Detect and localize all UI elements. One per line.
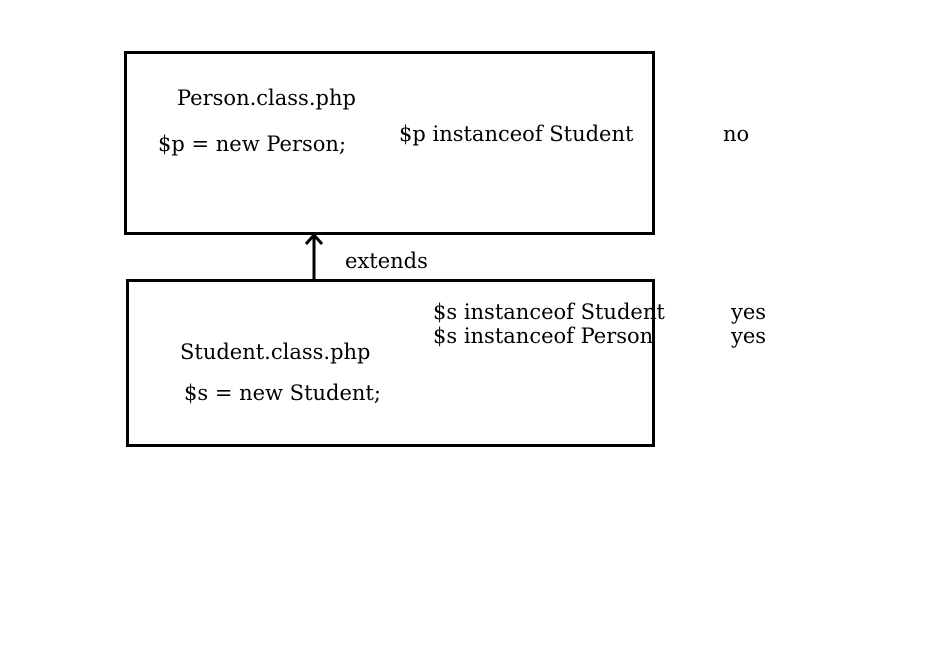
student-instantiation-code: $s = new Student; (184, 381, 381, 405)
student-instanceof-person-result: yes (731, 324, 767, 348)
person-instanceof-result: no (723, 122, 750, 146)
person-instantiation-code: $p = new Person; (158, 132, 347, 156)
student-instanceof-person-expression: $s instanceof Person (433, 324, 654, 348)
extends-arrow (304, 232, 324, 282)
person-filename: Person.class.php (177, 86, 356, 110)
person-class-box (124, 51, 655, 235)
student-instanceof-student-expression: $s instanceof Student (433, 300, 665, 324)
extends-arrow-head (304, 232, 324, 245)
student-class-box (126, 279, 655, 447)
extends-label: extends (345, 249, 428, 273)
student-instanceof-student-result: yes (731, 300, 767, 324)
student-filename: Student.class.php (180, 340, 371, 364)
person-instanceof-expression: $p instanceof Student (399, 122, 634, 146)
